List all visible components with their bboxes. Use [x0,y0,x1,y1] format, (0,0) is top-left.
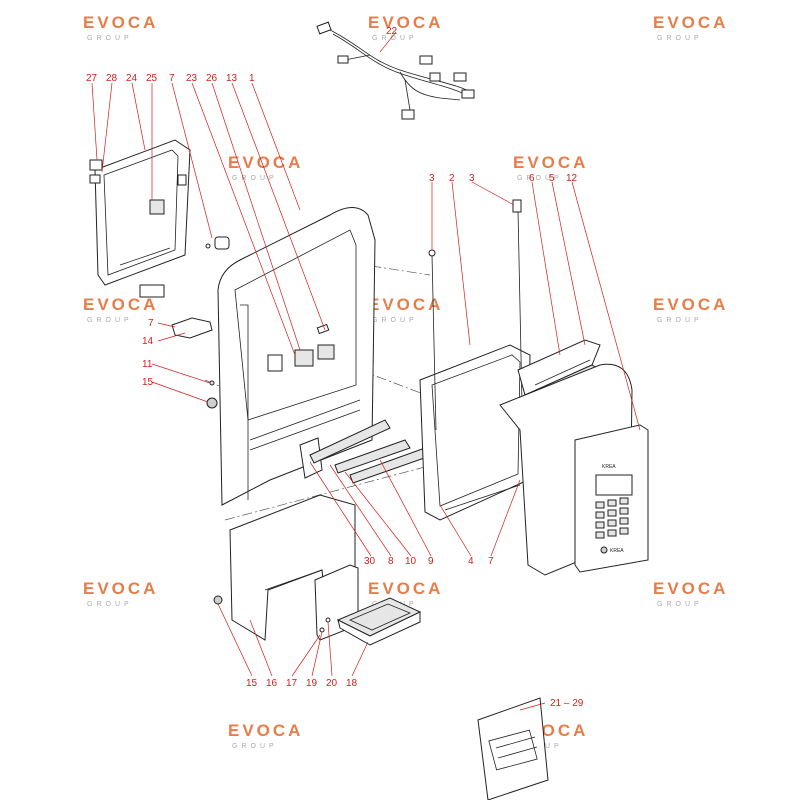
callout-19: 19 [306,678,318,689]
watermark-logo-text: EVOCA [228,153,303,172]
main-front-frame [217,207,376,506]
panel-logo-label: KREA [610,548,624,554]
evoca-watermark: EVOCA GROUP [225,153,303,187]
watermark-logo-text: EVOCA [653,13,728,32]
leader-lines [91,31,641,711]
callout-30: 30 [364,556,376,567]
watermark-sub-text: GROUP [657,601,703,608]
watermark-backdrop [225,721,287,755]
watermark-logo-text: EVOCA [368,579,443,598]
callout-4: 4 [468,556,474,567]
lower-guard-panels [213,494,359,641]
evoca-watermark: EVOCA GROUP [365,295,443,329]
watermark-layer: EVOCA GROUP EVOCA GROUP EVOCA GROUP EVOCA GROUP… [80,13,728,755]
callout-2: 2 [449,173,455,184]
drip-tray [336,597,422,646]
keypad-grid [595,497,629,539]
callout-15: 15 [142,377,154,388]
callout-7: 7 [488,556,494,567]
watermark-sub-text: GROUP [517,175,563,182]
callout-16: 16 [266,678,278,689]
callout-20: 20 [326,678,338,689]
callout-6: 6 [529,173,535,184]
watermark-logo-text: EVOCA [368,295,443,314]
callout-7: 7 [148,318,154,329]
callout-22: 22 [386,26,398,37]
callout-17: 17 [286,678,298,689]
evoca-watermark: EVOCA GROUP [650,579,728,613]
watermark-sub-text: GROUP [372,317,418,324]
front-door-panel: KREA KREA [499,363,649,576]
watermark-sub-text: GROUP [87,35,133,42]
watermark-backdrop [80,13,142,47]
callout-15: 15 [246,678,258,689]
watermark-backdrop [225,153,287,187]
watermark-logo-text: EVOCA [653,295,728,314]
callout-28: 28 [106,73,118,84]
watermark-backdrop [650,579,712,613]
callout-24: 24 [126,73,138,84]
watermark-sub-text: GROUP [87,601,133,608]
watermark-logo-text: EVOCA [83,579,158,598]
watermark-sub-text: GROUP [657,35,703,42]
watermark-logo-text: EVOCA [83,13,158,32]
watermark-backdrop [650,295,712,329]
evoca-watermark: EVOCA GROUP [225,721,303,755]
evoca-watermark: EVOCA GROUP [80,579,158,613]
callout-1: 1 [249,73,255,84]
callout-26: 26 [206,73,218,84]
callout-10: 10 [405,556,417,567]
callout-23: 23 [186,73,198,84]
callout-18: 18 [346,678,358,689]
callout-14: 14 [142,336,154,347]
callout-3: 3 [469,173,475,184]
document-envelope [477,697,549,800]
callout-labels: 27 28 24 25 7 23 26 13 1 22 3 2 3 6 5 12… [86,26,584,709]
callout-5: 5 [549,173,555,184]
callout-27: 27 [86,73,98,84]
callout-7: 7 [169,73,175,84]
watermark-backdrop [365,295,427,329]
evoca-watermark: EVOCA GROUP [510,153,588,187]
watermark-logo-text: EVOCA [368,13,443,32]
watermark-backdrop [650,13,712,47]
callout-12: 12 [566,173,578,184]
callout-9: 9 [428,556,434,567]
small-parts-left [171,236,230,409]
watermark-backdrop [80,295,142,329]
callout-8: 8 [388,556,394,567]
callout-21-29: 21 – 29 [550,698,584,709]
watermark-logo-text: EVOCA [83,295,158,314]
rails-and-bars [299,419,431,484]
watermark-backdrop [510,153,572,187]
watermark-sub-text: GROUP [232,175,278,182]
panel-brand-label: KREA [602,464,616,470]
callout-13: 13 [226,73,238,84]
wiring-harness [316,21,475,120]
watermark-sub-text: GROUP [657,317,703,324]
callout-11: 11 [142,359,153,370]
callout-25: 25 [146,73,158,84]
evoca-watermark: EVOCA GROUP [80,295,158,329]
watermark-logo-text: EVOCA [228,721,303,740]
watermark-sub-text: GROUP [372,35,418,42]
control-board-assembly [89,139,191,298]
evoca-watermark: EVOCA GROUP [365,13,443,47]
evoca-watermark: EVOCA GROUP [80,13,158,47]
watermark-backdrop [365,13,427,47]
watermark-logo-text: EVOCA [653,579,728,598]
rear-frame [419,199,531,521]
evoca-watermark: EVOCA GROUP [650,295,728,329]
watermark-sub-text: GROUP [87,317,133,324]
callout-3: 3 [429,173,435,184]
evoca-watermark: EVOCA GROUP [650,13,728,47]
watermark-sub-text: GROUP [232,743,278,750]
watermark-backdrop [80,579,142,613]
watermark-logo-text: EVOCA [513,153,588,172]
